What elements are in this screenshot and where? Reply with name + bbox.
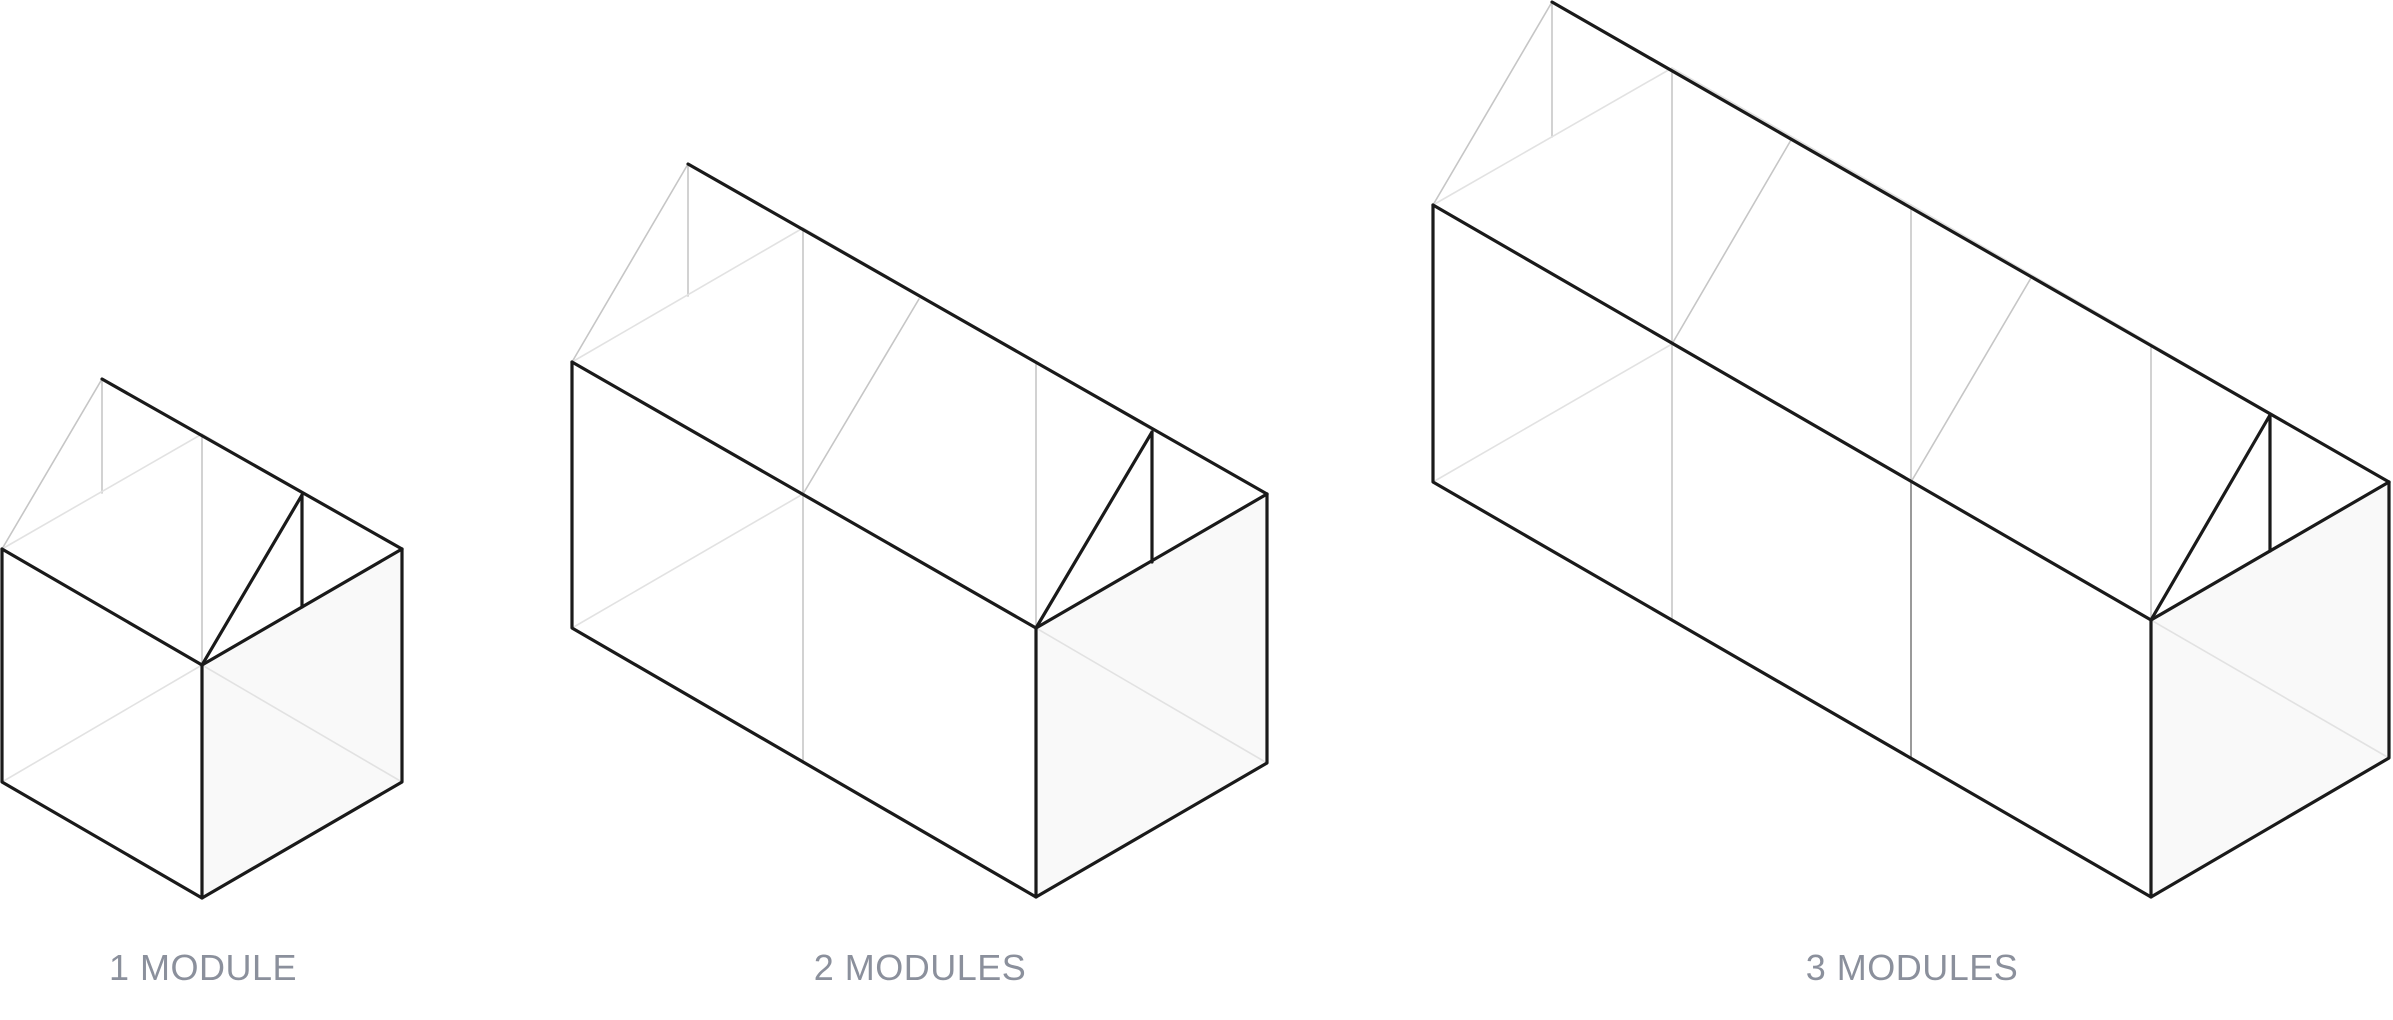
hidden-edge xyxy=(1432,343,1673,483)
hidden-edge xyxy=(201,664,403,783)
hidden-edge xyxy=(571,493,804,629)
house-2-modules xyxy=(570,162,1269,899)
label-3-modules: 3 MODULES xyxy=(1805,947,2019,988)
visible-edge xyxy=(1431,203,2153,622)
hidden-edge xyxy=(1910,277,2032,483)
hidden-edge xyxy=(2150,619,2390,759)
hidden-edge xyxy=(1035,627,1268,764)
visible-edge xyxy=(1034,430,1154,630)
house-3-modules xyxy=(1431,0,2391,899)
label-1-module: 1 MODULE xyxy=(108,947,298,988)
hidden-edge xyxy=(571,163,689,363)
hidden-edge xyxy=(1432,1,1553,206)
hidden-edge xyxy=(571,227,804,363)
hidden-edge xyxy=(1,433,203,550)
hidden-edge xyxy=(1432,67,1673,206)
visible-edge xyxy=(1550,0,2391,484)
hidden-edge xyxy=(1671,67,1912,206)
hidden-edge xyxy=(1,378,103,550)
hidden-edge xyxy=(1671,139,1792,345)
visible-edge xyxy=(100,377,404,551)
hidden-edge xyxy=(1,664,203,783)
visible-edge xyxy=(686,162,1269,496)
hidden-edge xyxy=(802,298,920,495)
visible-edge xyxy=(200,493,304,667)
visible-edge xyxy=(0,547,204,667)
visible-edge xyxy=(2149,413,2272,622)
house-1-module xyxy=(0,377,404,900)
label-2-modules: 2 MODULES xyxy=(813,947,1027,988)
visible-edge xyxy=(570,360,1038,630)
